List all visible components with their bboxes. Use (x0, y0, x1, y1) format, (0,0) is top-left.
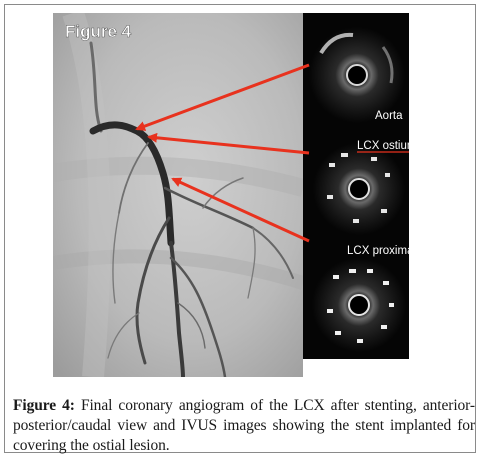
angiogram-texture (53, 156, 306, 197)
arrow-to-aorta (135, 63, 310, 131)
figure-caption: Figure 4: Final coronary angiogram of th… (13, 396, 475, 456)
figure-image: Figure 4 Aorta (53, 13, 409, 377)
ivus-label-lcx-proximal: LCX proximal (347, 245, 409, 257)
caption-text: Final coronary angiogram of the LCX afte… (13, 397, 475, 454)
ivus-panel-column: Aorta LCX ostium (303, 13, 409, 359)
arrow-to-lcx-ostium (147, 132, 310, 155)
coronary-vessel-tree (89, 41, 294, 377)
caption-label: Figure 4: (13, 397, 75, 414)
figure-image-panel: Figure 4 Aorta (53, 13, 409, 377)
arrow-to-lcx-proximal (171, 177, 310, 243)
panel-title: Figure 4 (65, 22, 132, 41)
figure-frame: Figure 4 Aorta (4, 4, 476, 456)
ivus-label-aorta: Aorta (375, 110, 403, 122)
ivus-label-lcx-ostium: LCX ostium (357, 140, 409, 152)
angiogram-texture (53, 249, 306, 290)
arrow-group (135, 63, 310, 243)
angiogram-texture (62, 13, 111, 377)
